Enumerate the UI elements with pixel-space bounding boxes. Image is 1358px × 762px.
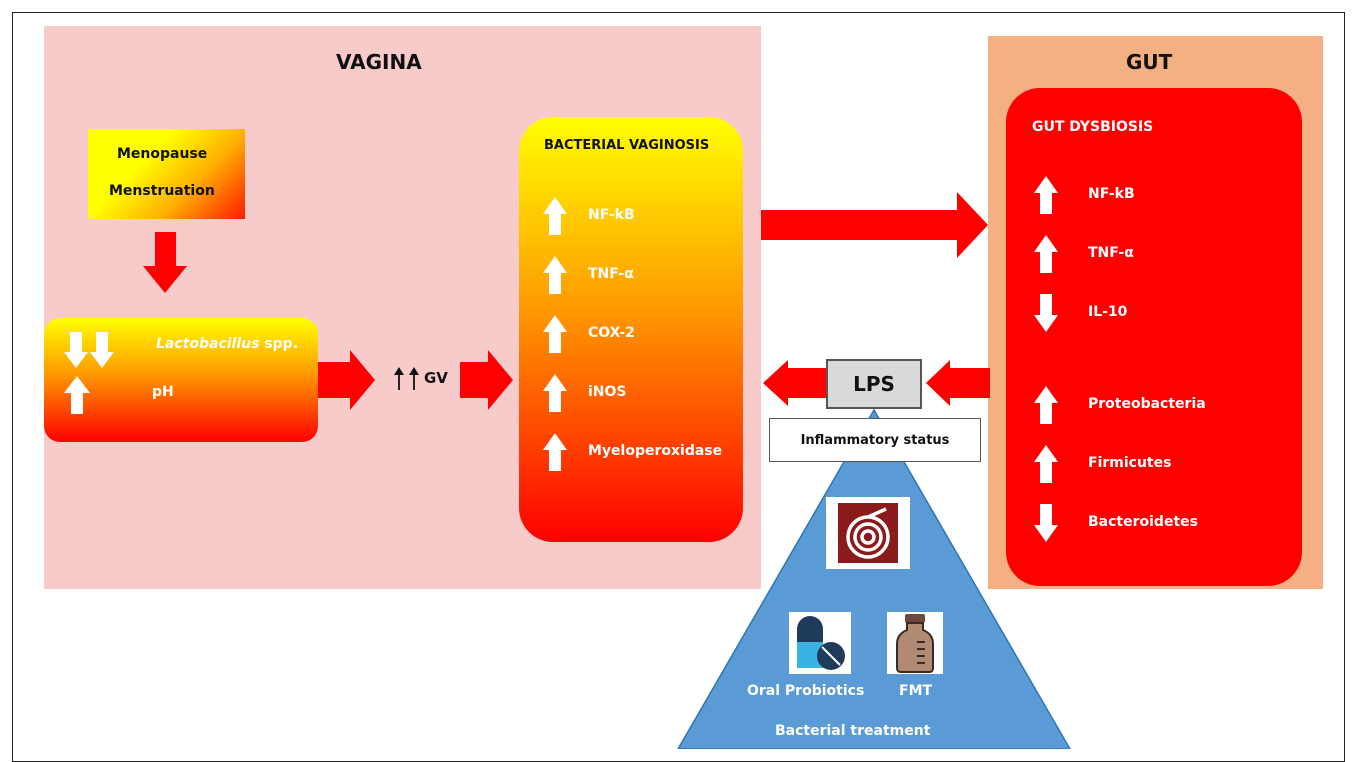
bottle-icon: [896, 614, 934, 673]
up-arrow-icon: [1034, 235, 1058, 277]
lactobacillus-name: Lactobacillus: [156, 336, 260, 352]
dysbiosis-marker-label: NF-kB: [1088, 186, 1135, 202]
up-arrow-icon: [543, 197, 567, 239]
treatment-triangle: [677, 408, 1071, 749]
up-arrow-icon: [543, 315, 567, 357]
fmt-bottle-tile: [887, 612, 943, 674]
up-arrow-icon: [1034, 176, 1058, 218]
down-arrow-icon: [143, 232, 187, 293]
bv-marker-label: Myeloperoxidase: [588, 443, 723, 459]
up-arrow-icon: [543, 433, 567, 475]
up-arrow-icon: [543, 256, 567, 298]
up-arrow-icon: [1034, 445, 1058, 487]
left-arrow-icon: [926, 360, 990, 406]
left-arrow-icon: [763, 360, 826, 406]
gut-title: GUT: [1126, 50, 1173, 74]
lactobacillus-ph-box: Lactobacillus spp. pH: [44, 318, 318, 442]
lactobacillus-label: Lactobacillus spp.: [156, 336, 298, 352]
lps-box: LPS: [826, 359, 922, 409]
up-arrow-icon: [1034, 386, 1058, 428]
dysbiosis-marker-label: Bacteroidetes: [1088, 514, 1198, 530]
ph-label: pH: [152, 384, 174, 400]
bv-marker-label: iNOS: [588, 384, 627, 400]
lactobacillus-suffix: spp.: [264, 336, 299, 352]
dysbiosis-title: GUT DYSBIOSIS: [1032, 119, 1154, 135]
vagina-title: VAGINA: [336, 50, 422, 74]
trigger-menopause: Menopause: [117, 146, 208, 162]
bv-title: BACTERIAL VAGINOSIS: [544, 138, 710, 153]
probiotic-pill-tile: [789, 612, 851, 674]
trigger-menstruation: Menstruation: [109, 183, 215, 199]
hose-icon-tile: [826, 497, 910, 569]
dysbiosis-marker-label: Firmicutes: [1088, 455, 1172, 471]
double-up-arrow-icon: [394, 367, 419, 390]
fmt-label: FMT: [899, 683, 933, 699]
right-arrow-icon: [318, 350, 375, 410]
up-arrow-icon: [543, 374, 567, 416]
pill-icon: [797, 616, 845, 670]
dysbiosis-marker-label: TNF-α: [1088, 245, 1134, 261]
up-arrow-icon: [64, 376, 90, 414]
bv-marker-label: TNF-α: [588, 266, 634, 282]
bv-marker-label: COX-2: [588, 325, 635, 341]
triggers-box: Menopause Menstruation: [88, 129, 245, 219]
bacterial-treatment-label: Bacterial treatment: [775, 723, 931, 739]
double-down-arrow-icon: [64, 332, 114, 368]
hose-icon: [838, 503, 898, 563]
oral-probiotics-label: Oral Probiotics: [747, 683, 865, 699]
down-arrow-icon: [1034, 294, 1058, 336]
gv-label: GV: [424, 369, 448, 387]
right-arrow-icon: [761, 192, 988, 258]
right-arrow-icon: [460, 350, 513, 410]
bv-marker-label: NF-kB: [588, 207, 635, 223]
inflammatory-status-box: Inflammatory status: [769, 418, 981, 462]
dysbiosis-marker-label: IL-10: [1088, 304, 1128, 320]
down-arrow-icon: [1034, 504, 1058, 546]
dysbiosis-marker-label: Proteobacteria: [1088, 396, 1206, 412]
